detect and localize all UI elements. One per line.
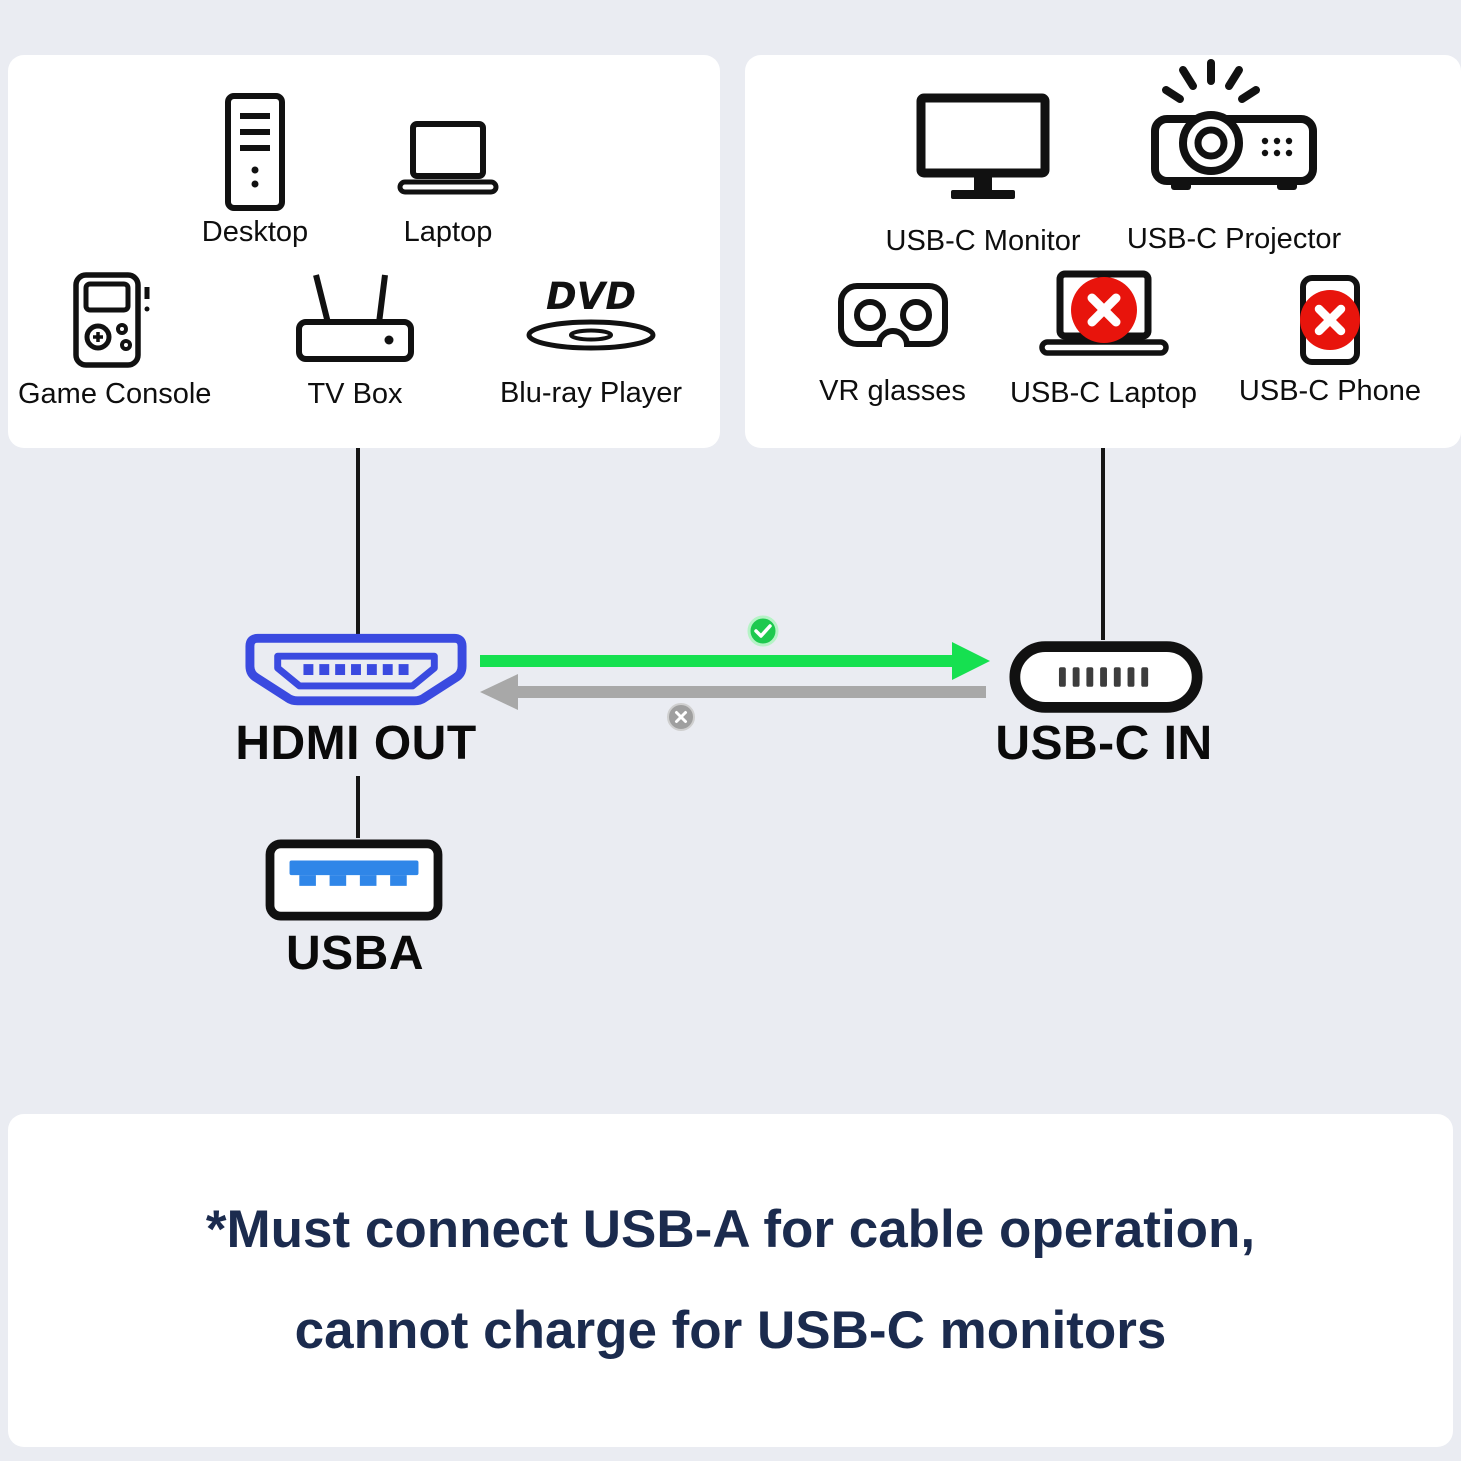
usbc-projector-icon	[1151, 59, 1317, 190]
hdmi-to-usba-line	[356, 776, 360, 838]
footnote-line-2: cannot charge for USB-C monitors	[294, 1300, 1167, 1360]
usba-label: USBA	[285, 927, 424, 980]
device-label: Game Console	[18, 378, 212, 410]
hdmi-out-label: HDMI OUT	[235, 717, 477, 770]
device-game-console: Game Console	[18, 271, 212, 411]
device-laptop: Laptop	[368, 119, 528, 249]
source-devices-panel: Desktop Laptop Game Console	[8, 55, 720, 448]
vr-glasses-icon	[837, 283, 948, 348]
check-icon	[747, 615, 779, 647]
device-usbc-phone: USB-C Phone	[1225, 274, 1435, 408]
device-label: Desktop	[201, 216, 309, 248]
usba-port-icon	[265, 839, 443, 921]
device-bluray-player: DVD Blu-ray Player	[476, 277, 706, 410]
device-desktop: Desktop	[175, 92, 335, 249]
hdmi-port-icon	[245, 633, 467, 706]
desktop-tower-icon	[225, 93, 285, 211]
footnote-panel: *Must connect USB-A for cable operation,…	[8, 1114, 1453, 1447]
device-label: VR glasses	[819, 375, 966, 407]
device-label: USB-C Laptop	[1010, 377, 1197, 409]
device-usbc-projector: USB-C Projector	[1109, 57, 1359, 256]
device-label: TV Box	[307, 378, 403, 410]
usbc-in-label: USB-C IN	[995, 717, 1213, 770]
dvd-player-icon: DVD	[526, 277, 656, 351]
usbc-monitor-icon	[916, 93, 1050, 199]
svg-text:DVD: DVD	[546, 277, 636, 318]
device-label: Blu-ray Player	[499, 377, 683, 409]
usbc-phone-icon	[1300, 275, 1360, 365]
usbc-port-icon	[1009, 641, 1203, 713]
red-cross-badge-icon	[1070, 277, 1137, 343]
device-usbc-laptop: USB-C Laptop	[991, 269, 1216, 410]
device-usbc-monitor: USB-C Monitor	[873, 92, 1093, 258]
device-label: Laptop	[403, 216, 493, 248]
footnote-line-1: *Must connect USB-A for cable operation,	[205, 1200, 1256, 1260]
usbc-laptop-icon	[1038, 270, 1169, 356]
device-label: USB-C Phone	[1238, 375, 1422, 407]
reverse-arrow-icon	[480, 674, 986, 710]
device-vr-glasses: VR glasses	[800, 276, 985, 408]
device-tv-box: TV Box	[270, 269, 440, 411]
device-label: USB-C Monitor	[885, 225, 1081, 257]
cross-icon	[667, 703, 695, 731]
forward-arrow-icon	[480, 642, 990, 680]
game-console-icon	[73, 272, 150, 368]
displays-to-usbc-line	[1101, 448, 1105, 640]
sources-to-hdmi-line	[356, 448, 360, 634]
device-label: USB-C Projector	[1126, 223, 1342, 255]
laptop-icon	[397, 121, 499, 195]
display-devices-panel: USB-C Monitor USB-C Projector	[745, 55, 1461, 448]
red-cross-badge-icon	[1300, 290, 1360, 350]
tv-box-icon	[296, 274, 414, 362]
